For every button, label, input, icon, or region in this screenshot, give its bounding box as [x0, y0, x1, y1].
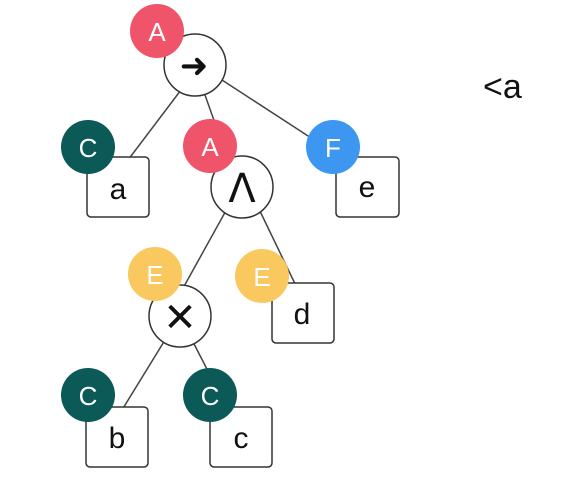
- badge-label-times: E: [146, 260, 163, 290]
- leaf-node-e: e: [335, 156, 400, 218]
- badge-label-b: C: [79, 381, 98, 411]
- badge-a: C: [61, 120, 115, 174]
- leaf-label-e: e: [359, 171, 376, 204]
- badge-circle-and: [183, 119, 237, 173]
- badge-d: E: [235, 249, 289, 303]
- badge-circle-e: [306, 120, 360, 174]
- badge-circle-root: [130, 4, 184, 58]
- badge-label-c: C: [201, 381, 220, 411]
- badge-label-a: C: [79, 133, 98, 163]
- implies-arrow-icon: ➜: [180, 46, 209, 86]
- badge-label-e: F: [325, 133, 341, 163]
- badge-label-and: A: [201, 132, 219, 162]
- leaf-label-c: c: [234, 422, 249, 455]
- badge-e: F: [306, 120, 360, 174]
- and-operator-symbol: Λ: [228, 166, 256, 212]
- times-operator-symbol: ✕: [163, 295, 197, 341]
- badge-label-d: E: [253, 262, 270, 292]
- operator-node-root: ➜: [163, 33, 227, 97]
- leaf-node-a: a: [86, 156, 150, 218]
- badge-circle-times: [128, 247, 182, 301]
- badge-circle-d: [235, 249, 289, 303]
- badge-root: A: [130, 4, 184, 58]
- badge-circle-b: [61, 368, 115, 422]
- leaf-label-b: b: [109, 422, 126, 455]
- badge-times: E: [128, 247, 182, 301]
- side-label: <a: [483, 68, 522, 106]
- edge-and-d: [257, 206, 299, 291]
- operator-node-times: ✕: [148, 284, 212, 348]
- operator-node-and: Λ: [210, 155, 274, 219]
- tree-edges: [121, 79, 346, 411]
- badge-and: A: [183, 119, 237, 173]
- badge-b: C: [61, 368, 115, 422]
- leaf-node-c: c: [209, 406, 273, 468]
- badge-circle-c: [183, 368, 237, 422]
- badge-circle-a: [61, 120, 115, 174]
- edge-times-b: [121, 339, 166, 411]
- edge-and-times: [181, 206, 229, 291]
- badge-c: C: [183, 368, 237, 422]
- leaf-node-b: b: [85, 406, 149, 468]
- leaf-node-d: d: [271, 282, 335, 344]
- leaf-label-a: a: [110, 173, 127, 206]
- edge-root-a: [127, 85, 185, 161]
- leaf-label-d: d: [294, 298, 311, 331]
- badge-label-root: A: [148, 17, 166, 47]
